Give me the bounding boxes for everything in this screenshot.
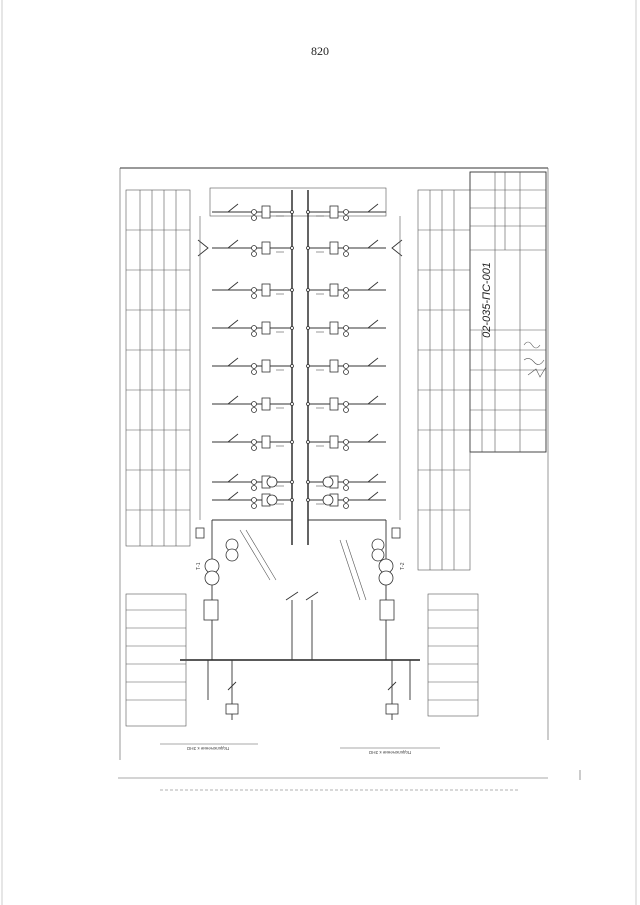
bottom-caption-right: Подключение к ЗНО <box>368 750 411 755</box>
breaker-right <box>329 359 339 373</box>
tag-right: Т-2 <box>400 562 406 570</box>
breaker-right <box>329 397 339 411</box>
signature-scribble <box>523 341 547 378</box>
tag-left: Т-1 <box>196 562 202 570</box>
feeder-row <box>212 473 386 491</box>
breaker-right <box>329 283 339 297</box>
breaker-left <box>261 205 271 219</box>
bottom-right-table <box>427 593 479 717</box>
right-data-table <box>417 189 471 571</box>
sheet-frame <box>118 167 549 791</box>
arrow-right-feeder <box>391 239 403 257</box>
busbars <box>291 190 309 545</box>
title-block: 02-035-ПС-001 <box>469 171 547 453</box>
breaker-right <box>329 435 339 449</box>
breaker-right <box>329 241 339 255</box>
feeder-row <box>212 491 386 509</box>
breaker-left <box>261 435 271 449</box>
feeder-row <box>212 433 386 451</box>
breaker-right <box>329 321 339 335</box>
drawing-code: 02-035-ПС-001 <box>481 262 493 338</box>
breaker-left <box>261 397 271 411</box>
transformer-section <box>180 519 420 720</box>
breaker-left <box>261 241 271 255</box>
page-number: 820 <box>311 44 329 58</box>
feeder-rows <box>197 203 403 520</box>
feeder-row <box>212 239 386 257</box>
top-incoming-cell <box>209 187 387 217</box>
breaker-left <box>261 359 271 373</box>
transformer-left-winding-b <box>225 548 239 562</box>
bottom-caption-left: Подключение к ЗНО <box>186 746 229 751</box>
feeder-row <box>212 281 386 299</box>
feeder-row <box>212 357 386 375</box>
feeder-row <box>212 395 386 413</box>
arrow-left-feeder <box>197 239 209 257</box>
feeder-row <box>212 319 386 337</box>
left-data-table <box>125 189 191 547</box>
feeder-row <box>212 203 386 221</box>
breaker-right <box>329 205 339 219</box>
bottom-left-table <box>125 593 187 727</box>
breaker-left <box>261 321 271 335</box>
breaker-left <box>261 283 271 297</box>
